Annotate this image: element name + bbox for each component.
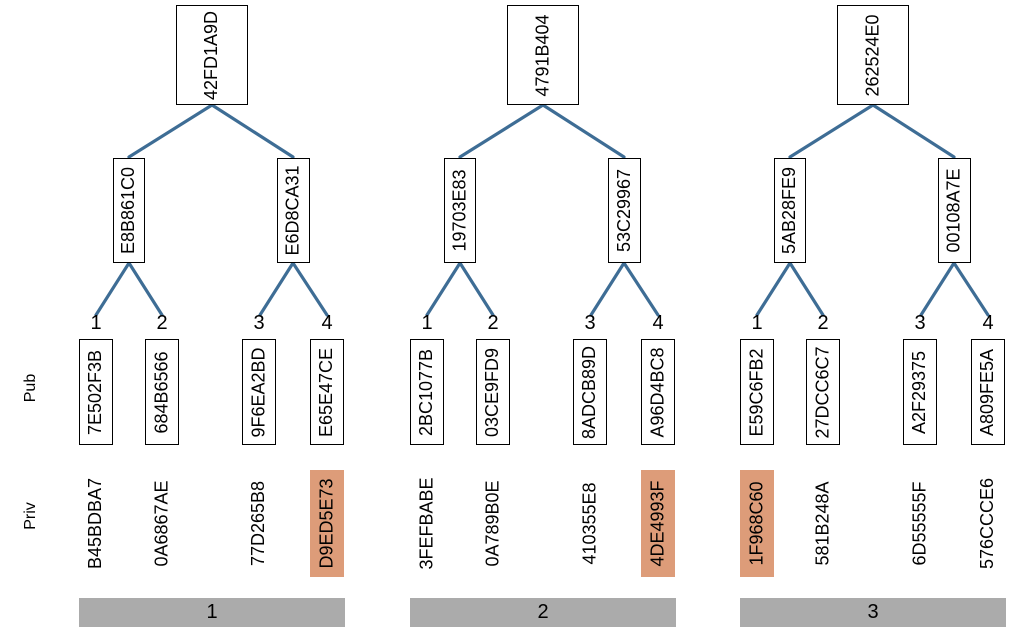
pub-key: 9F6EA2BD bbox=[248, 346, 269, 438]
leaf-number: 2 bbox=[156, 312, 168, 334]
priv-key-value: 3FEFBABE bbox=[416, 477, 437, 570]
pub-key-node: 27DCC6C7 bbox=[806, 339, 840, 445]
leaf-number: 3 bbox=[914, 312, 926, 334]
priv-key: B45BDBA7 bbox=[79, 470, 113, 577]
internal-hash: E6D8CA31 bbox=[283, 165, 303, 256]
priv-key-value: 1F968C60 bbox=[746, 481, 767, 566]
tree-edges bbox=[94, 103, 329, 317]
pub-key: 2BC1077B bbox=[416, 348, 437, 436]
pub-key: 03CE9FD9 bbox=[482, 347, 503, 437]
pub-key: A96D4BC8 bbox=[647, 346, 668, 438]
hash-tree-3: 262524E0 5AB28FE9 00108A7E 1 2 3 4 E59C6… bbox=[740, 0, 1006, 632]
leaf-number: 1 bbox=[90, 312, 102, 334]
priv-key-value: 0A789B0E bbox=[482, 480, 503, 567]
internal-hash: 53C29967 bbox=[614, 168, 635, 253]
priv-key: 410355E8 bbox=[573, 470, 607, 577]
priv-key-value: 576CCCE6 bbox=[977, 477, 998, 570]
priv-key: 6D55555F bbox=[903, 470, 937, 577]
pub-key-node: E59C6FB2 bbox=[740, 339, 774, 445]
priv-key-value: 581B248A bbox=[812, 481, 833, 566]
priv-key-value: 4DE4993F bbox=[647, 480, 668, 567]
leaf-number: 3 bbox=[253, 312, 265, 334]
pub-key-node: 03CE9FD9 bbox=[476, 339, 510, 445]
tree-edges bbox=[755, 103, 990, 317]
root-node: 42FD1A9D bbox=[176, 5, 248, 105]
priv-key-value: 410355E8 bbox=[579, 482, 600, 565]
leaf-number: 1 bbox=[751, 312, 763, 334]
priv-key: 3FEFBABE bbox=[410, 470, 444, 577]
root-hash: 262524E0 bbox=[862, 13, 883, 97]
leaf-number: 4 bbox=[321, 312, 333, 334]
pub-key: E65E47CE bbox=[316, 347, 337, 437]
internal-hash: E8B861C0 bbox=[118, 166, 139, 255]
group-bar: 2 bbox=[410, 598, 676, 627]
leaf-number: 3 bbox=[584, 312, 596, 334]
pub-row-label: Pub bbox=[22, 373, 39, 403]
priv-key-highlighted: 4DE4993F bbox=[641, 470, 675, 577]
priv-key: 581B248A bbox=[806, 470, 840, 577]
tree-edges bbox=[425, 103, 660, 317]
priv-key: 77D265B8 bbox=[242, 470, 276, 577]
pub-key-node: A809FE5A bbox=[971, 339, 1005, 445]
root-hash: 42FD1A9D bbox=[201, 10, 222, 100]
pub-key-node: 9F6EA2BD bbox=[242, 339, 276, 445]
pub-key: A809FE5A bbox=[977, 348, 998, 436]
priv-key-highlighted: D9ED5E73 bbox=[310, 470, 344, 577]
internal-node-left: E8B861C0 bbox=[113, 158, 145, 263]
leaf-number: 1 bbox=[421, 312, 433, 334]
pub-key-node: 7E502F3B bbox=[79, 339, 113, 445]
priv-key-value: 77D265B8 bbox=[248, 480, 269, 567]
internal-hash: 00108A7E bbox=[944, 168, 965, 253]
internal-hash: 5AB28FE9 bbox=[779, 166, 800, 255]
pub-key: E59C6FB2 bbox=[746, 347, 767, 437]
priv-key-value: D9ED5E73 bbox=[316, 478, 337, 569]
leaf-number: 4 bbox=[982, 312, 994, 334]
pub-key-node: A2F29375 bbox=[903, 339, 937, 445]
hash-tree-2: 4791B404 19703E83 53C29967 1 2 3 4 2BC10… bbox=[410, 0, 676, 632]
leaf-number: 2 bbox=[487, 312, 499, 334]
internal-node-right: 53C29967 bbox=[608, 158, 641, 263]
internal-hash: 19703E83 bbox=[449, 169, 470, 252]
pub-key: A2F29375 bbox=[909, 350, 930, 434]
group-bar: 3 bbox=[740, 598, 1006, 627]
internal-node-right: E6D8CA31 bbox=[277, 158, 310, 263]
priv-key-value: 0A6867AE bbox=[151, 480, 172, 567]
priv-key: 576CCCE6 bbox=[971, 470, 1005, 577]
pub-key-node: E65E47CE bbox=[310, 339, 344, 445]
root-hash: 4791B404 bbox=[532, 13, 553, 97]
priv-key-highlighted: 1F968C60 bbox=[740, 470, 774, 577]
pub-key: 27DCC6C7 bbox=[812, 345, 833, 439]
pub-key-node: A96D4BC8 bbox=[641, 339, 675, 445]
pub-key: 7E502F3B bbox=[85, 349, 106, 435]
internal-node-left: 5AB28FE9 bbox=[774, 158, 806, 263]
priv-key: 0A789B0E bbox=[476, 470, 510, 577]
leaf-number: 4 bbox=[652, 312, 664, 334]
pub-key-node: 8ADCB89D bbox=[573, 339, 607, 445]
internal-node-left: 19703E83 bbox=[444, 158, 476, 263]
internal-node-right: 00108A7E bbox=[938, 158, 971, 263]
priv-row-label: Priv bbox=[22, 502, 39, 530]
group-bar: 1 bbox=[79, 598, 345, 627]
priv-key: 0A6867AE bbox=[145, 470, 179, 577]
pub-key: 684B6566 bbox=[151, 350, 172, 434]
root-node: 262524E0 bbox=[837, 5, 909, 105]
leaf-number: 2 bbox=[817, 312, 829, 334]
priv-key-value: 6D55555F bbox=[909, 481, 930, 566]
pub-key: 8ADCB89D bbox=[579, 345, 600, 439]
root-node: 4791B404 bbox=[507, 5, 579, 105]
pub-key-node: 684B6566 bbox=[145, 339, 179, 445]
priv-key-value: B45BDBA7 bbox=[85, 477, 106, 570]
hash-tree-1: 42FD1A9D E8B861C0 E6D8CA31 1 2 3 4 7E502… bbox=[79, 0, 345, 632]
pub-key-node: 2BC1077B bbox=[410, 339, 444, 445]
